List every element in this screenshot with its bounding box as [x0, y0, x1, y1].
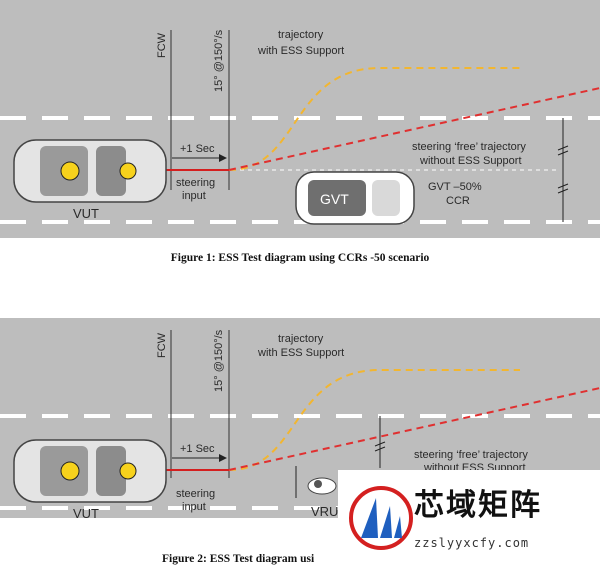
ess-trajectory-label-2: with ESS Support	[257, 347, 344, 359]
dim-tick	[557, 183, 569, 189]
steering-input-label-2: input	[182, 501, 206, 513]
steer-rate-label: 15° @150°/s	[213, 329, 225, 392]
figure-1-caption: Figure 1: ESS Test diagram using CCRs -5…	[170, 252, 430, 264]
steering-input-label: steering	[176, 177, 215, 189]
gvt-car-icon	[295, 171, 415, 225]
diagram-1: GVT FCW 15° @150°/s +1 Sec steering inpu…	[0, 29, 600, 225]
plus-one-sec-label: +1 Sec	[180, 143, 215, 155]
gvt-desc-label-2: CCR	[446, 195, 470, 207]
free-trajectory-label: steering ‘free’ trajectory	[412, 141, 526, 153]
free-trajectory-label-2: without ESS Support	[419, 155, 522, 167]
watermark-url: zzslyyxcfy.com	[414, 536, 530, 550]
dim-tick	[557, 188, 569, 194]
dim-tick	[557, 145, 569, 151]
dim-tick	[374, 446, 386, 452]
vut-car-icon	[13, 139, 167, 203]
watermark-logo-icon	[349, 486, 413, 550]
free-trajectory	[228, 87, 600, 171]
vru-label: VRU	[311, 504, 338, 519]
vut-car-icon	[13, 439, 167, 503]
vut-label: VUT	[73, 506, 99, 521]
steering-input-label-2: input	[182, 190, 206, 202]
dim-tick	[557, 150, 569, 156]
ess-trajectory-label-2: with ESS Support	[257, 45, 344, 57]
vru-cyclist-icon	[307, 477, 337, 495]
vut-label: VUT	[73, 206, 99, 221]
ess-trajectory-label: trajectory	[278, 333, 324, 345]
fcw-label: FCW	[156, 32, 168, 58]
free-trajectory	[228, 387, 600, 471]
gvt-desc-label: GVT –50%	[428, 181, 482, 193]
diagram-2: FCW 15° @150°/s +1 Sec steering input VU…	[0, 329, 600, 521]
steer-rate-label: 15° @150°/s	[213, 29, 225, 92]
figure-1: GVT FCW 15° @150°/s +1 Sec steering inpu…	[0, 0, 600, 275]
figure-2-caption: Figure 2: ESS Test diagram usi	[162, 553, 315, 565]
ess-trajectory-label: trajectory	[278, 29, 324, 41]
plus-one-sec-label: +1 Sec	[180, 443, 215, 455]
dim-tick	[374, 441, 386, 447]
watermark: 芯域矩阵 zzslyyxcfy.com	[338, 470, 600, 569]
watermark-title: 芯域矩阵	[414, 488, 542, 523]
steering-input-label: steering	[176, 488, 215, 500]
gvt-label: GVT	[320, 191, 349, 207]
fcw-label: FCW	[156, 332, 168, 358]
free-trajectory-label: steering ‘free’ trajectory	[414, 449, 528, 461]
